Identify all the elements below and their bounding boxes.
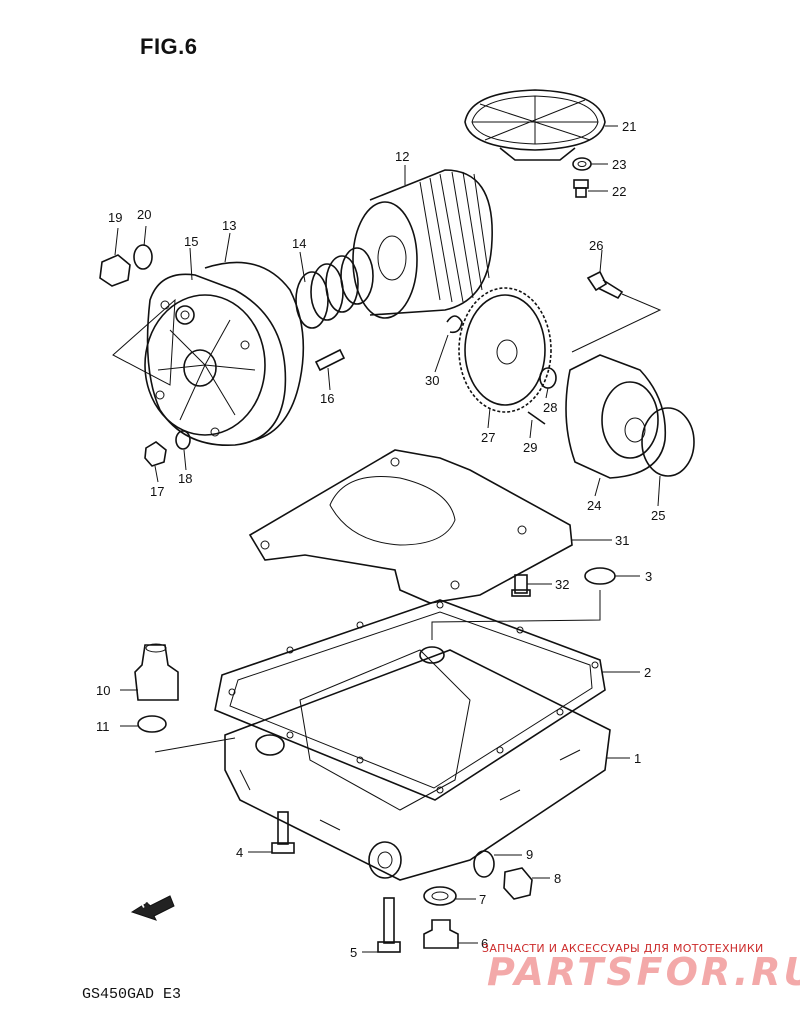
callout-22: 22 bbox=[612, 184, 626, 199]
part-2-oil-pan-gasket bbox=[214, 599, 606, 801]
callout-32: 32 bbox=[555, 577, 569, 592]
callout-27: 27 bbox=[481, 430, 495, 445]
part-19-drain-bolt bbox=[99, 254, 131, 287]
callout-6: 6 bbox=[481, 936, 488, 951]
callout-2: 2 bbox=[644, 665, 651, 680]
part-9-gasket bbox=[473, 850, 495, 878]
part-5-bolt bbox=[377, 897, 401, 953]
callout-20: 20 bbox=[137, 207, 151, 222]
part-20-washer bbox=[133, 244, 153, 270]
part-17-plug bbox=[144, 441, 167, 467]
callout-10: 10 bbox=[96, 683, 110, 698]
watermark-tagline: ЗАПЧАСТИ И АКСЕССУАРЫ ДЛЯ МОТОТЕХНИКИ bbox=[482, 942, 764, 955]
callout-25: 25 bbox=[651, 508, 665, 523]
callout-1: 1 bbox=[634, 751, 641, 766]
part-23-washer bbox=[572, 157, 592, 171]
part-3-o-ring bbox=[584, 567, 616, 585]
callout-17: 17 bbox=[150, 484, 164, 499]
callout-28: 28 bbox=[543, 400, 557, 415]
part-26-bolt bbox=[586, 270, 624, 300]
callout-3: 3 bbox=[645, 569, 652, 584]
watermark-brand: PARTSFOR.RU bbox=[487, 950, 800, 994]
part-13-o-ring bbox=[204, 261, 305, 441]
part-27-pump-gear bbox=[458, 287, 552, 413]
part-18-washer bbox=[175, 430, 191, 450]
fwd-arrow-icon bbox=[130, 895, 175, 921]
part-1-oil-pan bbox=[224, 646, 611, 881]
callout-23: 23 bbox=[612, 157, 626, 172]
part-16-stud bbox=[314, 348, 346, 372]
callout-21: 21 bbox=[622, 119, 636, 134]
model-code: GS450GAD E3 bbox=[82, 986, 182, 1003]
callout-8: 8 bbox=[554, 871, 561, 886]
callout-26: 26 bbox=[589, 238, 603, 253]
part-6-drain-plug bbox=[423, 919, 459, 949]
callout-numbers: 21 23 22 12 13 14 15 19 20 16 17 18 26 3… bbox=[96, 119, 665, 960]
callout-14: 14 bbox=[292, 236, 306, 251]
callout-24: 24 bbox=[587, 498, 601, 513]
part-14-spring bbox=[295, 247, 374, 329]
leader-lines bbox=[112, 125, 662, 953]
part-22-bolt bbox=[573, 179, 589, 198]
part-4-bolt bbox=[271, 811, 295, 854]
part-21-oil-strainer bbox=[464, 89, 606, 161]
callout-29: 29 bbox=[523, 440, 537, 455]
callout-16: 16 bbox=[320, 391, 334, 406]
callout-19: 19 bbox=[108, 210, 122, 225]
callout-13: 13 bbox=[222, 218, 236, 233]
callout-4: 4 bbox=[236, 845, 243, 860]
callout-5: 5 bbox=[350, 945, 357, 960]
callout-15: 15 bbox=[184, 234, 198, 249]
part-25-o-ring bbox=[641, 407, 695, 477]
part-10-oil-pressure-switch bbox=[134, 643, 179, 701]
part-32-bolt bbox=[511, 574, 531, 597]
figure-title: FIG.6 bbox=[140, 34, 198, 59]
callout-31: 31 bbox=[615, 533, 629, 548]
callout-18: 18 bbox=[178, 471, 192, 486]
part-30-circlip bbox=[446, 315, 463, 334]
part-8-drain-plug bbox=[503, 867, 533, 900]
part-31-gasket-plate bbox=[248, 449, 573, 604]
part-24-oil-pump bbox=[565, 354, 667, 479]
part-11-o-ring bbox=[137, 715, 167, 733]
part-29-pin bbox=[527, 411, 546, 425]
callout-12: 12 bbox=[395, 149, 409, 164]
part-12-oil-filter bbox=[352, 169, 493, 319]
callout-11: 11 bbox=[96, 719, 110, 734]
callout-30: 30 bbox=[425, 373, 439, 388]
callout-7: 7 bbox=[479, 892, 486, 907]
callout-9: 9 bbox=[526, 847, 533, 862]
part-7-gasket bbox=[423, 886, 457, 906]
part-15-filter-cover bbox=[144, 273, 287, 446]
